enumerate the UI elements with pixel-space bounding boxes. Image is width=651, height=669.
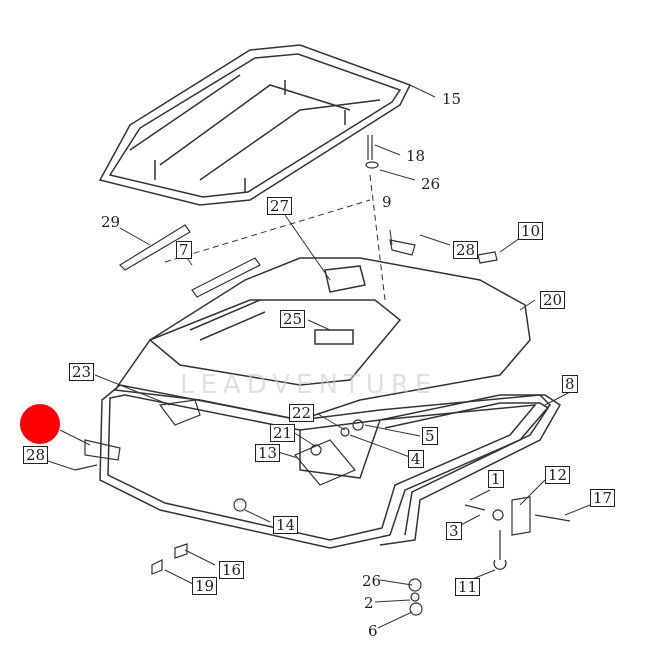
label-26-bottom: 26 <box>362 572 382 590</box>
label-9: 9 <box>382 193 392 211</box>
seal-gasket <box>379 394 561 546</box>
label-17: 17 <box>590 489 616 507</box>
label-5: 5 <box>422 427 438 445</box>
label-22: 22 <box>289 404 315 422</box>
label-27: 27 <box>267 197 293 215</box>
watermark: LEADVENTURE <box>180 370 438 400</box>
label-21: 21 <box>270 424 296 442</box>
label-25: 25 <box>280 310 306 328</box>
label-26: 26 <box>421 175 441 193</box>
label-1: 1 <box>488 470 504 488</box>
label-4: 4 <box>408 450 424 468</box>
label-8: 8 <box>562 375 578 393</box>
label-10: 10 <box>518 222 544 240</box>
label-19: 19 <box>192 577 218 595</box>
leader-lines <box>44 84 591 629</box>
label-2: 2 <box>364 594 374 612</box>
luggage-rack <box>98 44 412 206</box>
red-marker <box>20 404 60 444</box>
label-16: 16 <box>219 561 245 579</box>
label-3: 3 <box>446 522 462 540</box>
label-12: 12 <box>545 466 571 484</box>
label-29: 29 <box>101 213 121 231</box>
label-20: 20 <box>540 291 566 309</box>
label-23: 23 <box>69 363 95 381</box>
label-11: 11 <box>455 578 481 596</box>
label-6: 6 <box>368 622 378 640</box>
label-13: 13 <box>255 444 281 462</box>
label-15: 15 <box>442 90 462 108</box>
label-7: 7 <box>176 241 192 259</box>
base-case <box>99 384 552 549</box>
label-28: 28 <box>453 241 479 259</box>
label-14: 14 <box>273 516 299 534</box>
label-18: 18 <box>406 147 426 165</box>
label-28-left: 28 <box>23 446 49 464</box>
hardware-parts <box>74 135 571 616</box>
